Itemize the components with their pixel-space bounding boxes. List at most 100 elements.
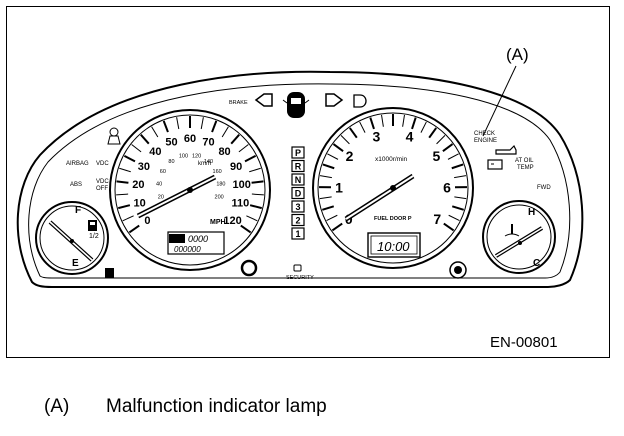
gauge-tick — [319, 196, 332, 200]
gauge-tick — [448, 214, 460, 221]
fuel-door-label: FUEL DOOR P — [374, 216, 412, 222]
speed-kmh-label: 120 — [192, 154, 201, 160]
security-indicator-icon — [293, 264, 302, 272]
fuel-pump-icon — [88, 220, 97, 231]
tachometer-rpm-label: 6 — [443, 179, 451, 195]
gauge-tick — [369, 117, 375, 130]
gear-box — [291, 186, 305, 200]
gear-box — [291, 159, 305, 173]
seatbelt-warning-icon — [107, 127, 121, 145]
gauge-tick — [118, 204, 131, 210]
gauge-tick — [240, 224, 252, 234]
gauge-tick — [123, 154, 136, 163]
gear-position-label: 1 — [295, 229, 300, 239]
oil-pressure-icon — [495, 144, 517, 155]
fuel-low-icon — [105, 268, 114, 278]
gauge-tick — [327, 153, 339, 160]
gauge-tick — [428, 127, 438, 139]
door-open-car-icon — [282, 92, 310, 118]
gauge-tick — [162, 120, 169, 133]
gear-position-label: N — [295, 175, 302, 185]
gauge-tick — [230, 134, 240, 145]
speed-kmh-label: 60 — [160, 169, 166, 175]
gauge-tick — [326, 214, 338, 221]
gauge-tick — [454, 175, 467, 179]
caption-text: Malfunction indicator lamp — [106, 396, 327, 417]
tachometer-ticks — [318, 114, 468, 232]
tachometer-rpm-label: 3 — [373, 129, 381, 145]
tachometer-rpm-label: 5 — [433, 148, 441, 164]
caption-key: (A) — [44, 396, 70, 417]
fuel-empty-label: E — [72, 258, 79, 269]
brake-system-icon — [449, 261, 467, 279]
gauge-tick — [176, 117, 180, 130]
gauge-tick — [128, 224, 140, 234]
temperature-gauge: H C — [482, 200, 556, 274]
odometer-total: 000000 — [174, 245, 201, 254]
figure-frame — [6, 6, 610, 358]
gear-box — [291, 227, 305, 240]
vdc-label: VDC — [96, 161, 109, 167]
speed-kmh-label: 80 — [168, 159, 174, 165]
gauge-tick — [402, 114, 405, 127]
gauge-tick — [411, 117, 417, 130]
gauge-tick — [451, 205, 465, 211]
gauge-tick — [246, 215, 258, 222]
tachometer: 01234567 x1000r/min FUEL DOOR P 10:00 — [312, 107, 474, 269]
fuel-full-label: F — [75, 205, 81, 216]
speed-mph-label: 20 — [132, 179, 144, 191]
gauge-tick — [122, 215, 134, 222]
turn-right-arrow-icon — [325, 93, 344, 107]
speedometer-mph-unit: MPH — [210, 219, 226, 226]
gauge-tick — [443, 222, 455, 232]
battery-charge-icon — [487, 159, 503, 170]
cruise-control-icon — [240, 259, 258, 277]
gear-position-label: 2 — [295, 216, 300, 226]
gauge-tick — [321, 205, 335, 211]
tachometer-rpm-label: 4 — [406, 129, 414, 145]
gear-box — [291, 200, 305, 213]
abs-label: ABS — [70, 182, 82, 188]
odometer-display: 0000 000000 — [167, 231, 225, 255]
speed-kmh-label: 20 — [158, 195, 164, 201]
gauge-tick — [340, 134, 350, 145]
coolant-temp-icon — [504, 224, 520, 237]
fuel-gauge: F 1/2 E — [35, 201, 109, 275]
gauge-tick — [151, 126, 159, 138]
speedometer-kmh-unit: km/h — [198, 161, 211, 167]
vdc-off-label-1: VDC — [96, 179, 109, 185]
gear-position-label: 3 — [295, 202, 300, 212]
speed-mph-label: 90 — [230, 161, 242, 173]
gauge-tick — [140, 134, 150, 145]
tachometer-unit: x1000r/min — [375, 156, 408, 163]
callout-marker: (A) — [506, 45, 529, 64]
gauge-tick — [116, 180, 129, 184]
temp-cold-label: C — [533, 258, 540, 269]
speed-mph-label: 120 — [223, 215, 241, 227]
cluster-inner-housing — [28, 83, 571, 279]
speed-mph-label: 50 — [165, 136, 177, 148]
gauge-tick — [436, 134, 446, 145]
speed-mph-label: 30 — [138, 161, 150, 173]
airbag-label: AIRBAG — [66, 161, 89, 167]
fuel-half-label: 1/2 — [89, 233, 99, 240]
temp-hot-label: H — [528, 207, 535, 218]
gauge-tick — [319, 175, 332, 179]
gauge-tick — [381, 114, 384, 127]
gear-box — [291, 213, 305, 227]
figure-caption: (A) Malfunction indicator lamp — [44, 396, 327, 418]
headlight-icon — [353, 94, 367, 108]
gauge-tick — [249, 167, 261, 173]
gauge-tick — [332, 143, 344, 152]
speed-mph-label: 80 — [218, 146, 230, 158]
speed-kmh-label: 180 — [216, 182, 225, 188]
speed-mph-label: 70 — [202, 136, 214, 148]
gauge-tick — [359, 121, 366, 133]
speed-mph-label: 110 — [232, 198, 250, 210]
gauge-tick — [442, 143, 454, 152]
check-engine-label-1: CHECK — [474, 131, 495, 137]
clock-display: 10:00 — [367, 232, 421, 258]
